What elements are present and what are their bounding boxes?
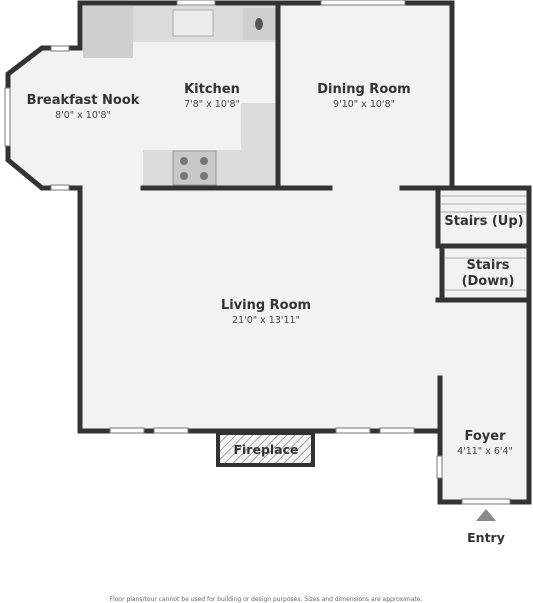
stove-burner: [180, 172, 188, 180]
stove: [172, 150, 217, 186]
stairs-down-label: Stairs: [467, 258, 510, 273]
living-room-name: Living Room: [221, 298, 311, 313]
entry-label: Entry: [467, 530, 505, 545]
window: [320, 0, 406, 6]
window: [109, 427, 145, 434]
entry-door: [461, 498, 511, 505]
fireplace-label: Fireplace: [233, 442, 298, 457]
dining-room-name: Dining Room: [317, 82, 410, 97]
window: [50, 45, 70, 52]
stair-treads: [441, 195, 526, 291]
disclaimer: Floor plans/tour cannot be used for buil…: [110, 596, 423, 603]
stove-burner: [200, 157, 208, 165]
kitchen-dims: 7'8" x 10'8": [184, 99, 240, 110]
breakfast-nook-dims: 8'0" x 10'8": [55, 110, 111, 121]
fireplace: [216, 431, 315, 467]
window: [436, 455, 443, 479]
window: [4, 87, 11, 147]
breakfast-nook-name: Breakfast Nook: [27, 93, 140, 108]
fridge: [83, 6, 133, 58]
window: [176, 0, 216, 6]
dining-room-dims: 9'10" x 10'8": [333, 99, 395, 110]
stove-burner: [200, 172, 208, 180]
entry-arrow-icon: [476, 509, 496, 521]
stairs-down-label-line2: (Down): [462, 274, 515, 289]
window: [335, 427, 371, 434]
stove-burner: [180, 157, 188, 165]
faucet: [255, 18, 263, 30]
windows: [4, 0, 511, 505]
kitchen-fixtures: [83, 6, 278, 187]
foyer-name: Foyer: [465, 429, 507, 444]
foyer-dims: 4'11" x 6'4": [457, 446, 513, 457]
window: [153, 427, 189, 434]
stairs-up-label: Stairs (Up): [444, 214, 523, 229]
window: [50, 184, 70, 191]
window: [379, 427, 415, 434]
living-room-dims: 21'0" x 13'11": [232, 315, 300, 326]
sink: [172, 9, 214, 37]
kitchen-name: Kitchen: [184, 82, 240, 97]
